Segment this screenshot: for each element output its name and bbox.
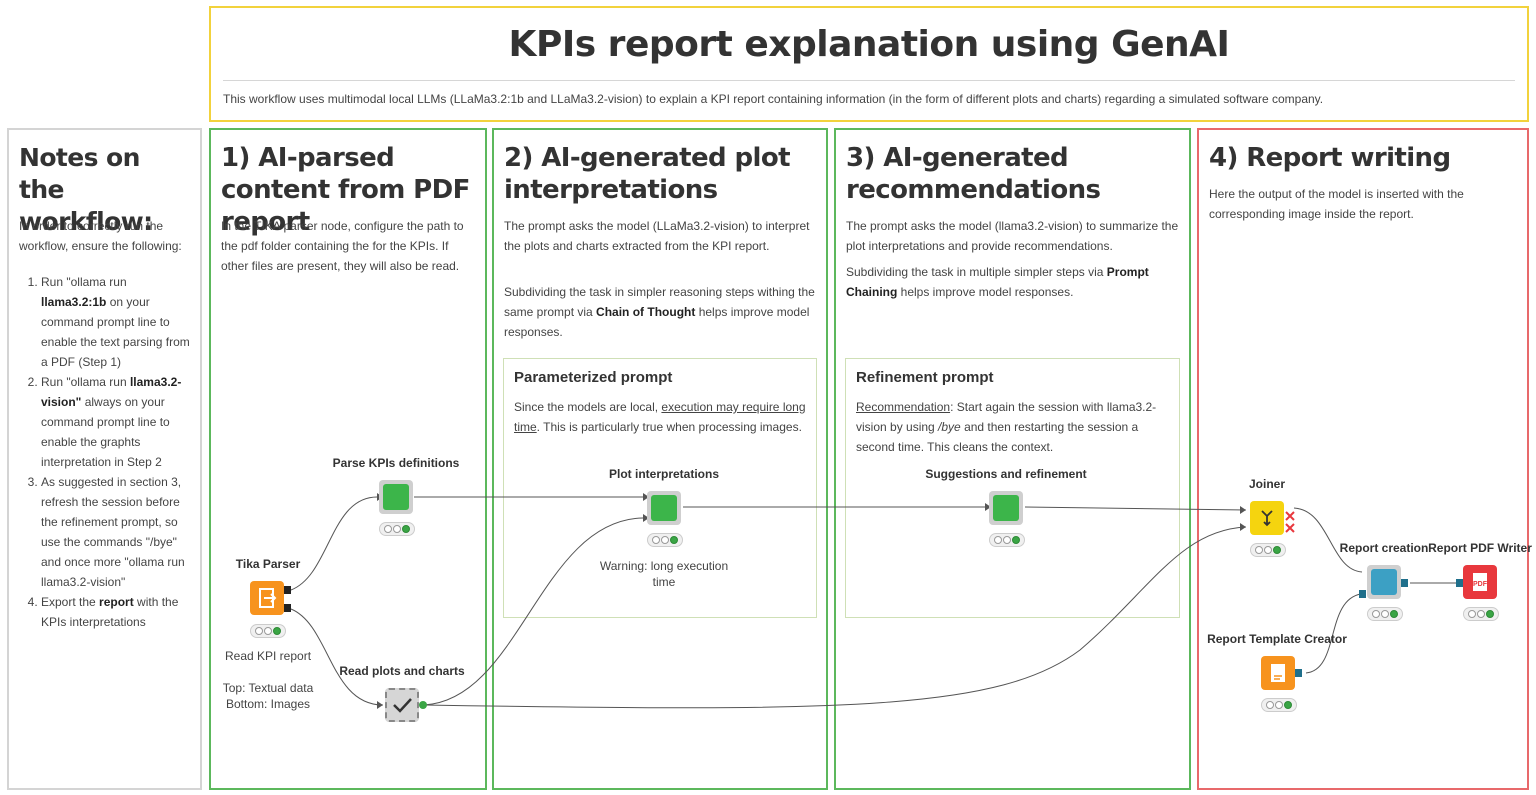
node-caption-tika-bottom: Bottom: Images	[225, 697, 311, 711]
page-description: This workflow uses multimodal local LLMs…	[223, 92, 1324, 106]
metanode-icon	[383, 484, 409, 510]
page-title: KPIs report explanation using GenAI	[508, 24, 1230, 65]
node-suggestions[interactable]	[989, 491, 1023, 525]
notes-title: Notes on the workflow:	[19, 143, 153, 236]
node-label-report-creation: Report creation	[1339, 541, 1429, 555]
section-3-text-chaining: Subdividing the task in multiple simpler…	[846, 265, 1149, 299]
notes-step: Run "ollama run llama3.2-vision" always …	[41, 372, 194, 472]
status-indicator	[989, 533, 1025, 547]
metanode-icon	[993, 495, 1019, 521]
notes-step: As suggested in section 3, refresh the s…	[41, 472, 194, 592]
title-divider	[223, 80, 1515, 81]
document-icon	[1271, 664, 1285, 682]
port-tika-out-top[interactable]	[284, 586, 291, 594]
node-parse-kpis[interactable]	[379, 480, 413, 514]
section-2-text-cot: Subdividing the task in simpler reasonin…	[504, 285, 815, 339]
node-plot-interpretations[interactable]	[647, 491, 681, 525]
section-1-text: In the TIKA parser node, configure the p…	[221, 219, 464, 273]
notes-intro: In order to correctly run the workflow, …	[19, 219, 182, 253]
port-read-plots-out[interactable]	[419, 701, 427, 709]
section-3-annotation: 3) AI-generated recommendations The prom…	[834, 128, 1191, 790]
status-indicator	[1367, 607, 1403, 621]
notes-step: Export the report with the KPIs interpre…	[41, 592, 194, 632]
status-indicator	[379, 522, 415, 536]
node-label-report-pdf-writer: Report PDF Writer	[1428, 541, 1532, 555]
node-caption-warning: Warning: long execution	[599, 559, 729, 573]
status-indicator	[1463, 607, 1499, 621]
svg-text:PDF: PDF	[1473, 581, 1488, 588]
notes-annotation: Notes on the workflow: In order to corre…	[7, 128, 202, 790]
title-annotation: KPIs report explanation using GenAI This…	[209, 6, 1529, 122]
section-2-text: The prompt asks the model (LLaMa3.2-visi…	[504, 219, 810, 253]
node-label-plot-interpretations: Plot interpretations	[608, 467, 720, 481]
section-2-annotation: 2) AI-generated plot interpretations The…	[492, 128, 828, 790]
port-report-creation-out[interactable]	[1401, 579, 1408, 587]
node-caption-warning-2: time	[652, 575, 676, 589]
checkmark-icon	[393, 698, 412, 713]
status-indicator	[250, 624, 286, 638]
pdf-icon: PDF	[1473, 573, 1488, 591]
section-1-title: 1) AI-parsed content from PDF report	[221, 143, 470, 237]
node-caption-tika: Read KPI report	[224, 649, 312, 663]
node-report-pdf-writer[interactable]: PDF	[1463, 565, 1497, 599]
joiner-icon	[1261, 510, 1273, 527]
status-indicator	[1261, 698, 1297, 712]
port-report-creation-in[interactable]	[1359, 590, 1366, 598]
node-caption-tika-top: Top: Textual data	[222, 681, 314, 695]
node-label-parse-kpis: Parse KPIs definitions	[332, 456, 460, 470]
node-read-plots[interactable]	[385, 688, 419, 722]
notes-step: Run "ollama run llama3.2:1b on your comm…	[41, 272, 194, 372]
refinement-prompt-annotation: Refinement prompt Recommendation: Start …	[845, 358, 1180, 618]
refinement-prompt-title: Refinement prompt	[856, 369, 994, 386]
section-4-title: 4) Report writing	[1209, 143, 1451, 173]
node-label-joiner: Joiner	[1248, 477, 1286, 491]
section-1-annotation: 1) AI-parsed content from PDF report In …	[209, 128, 487, 790]
joiner-error-icon	[1285, 511, 1295, 533]
node-tika-parser[interactable]	[250, 581, 284, 615]
node-label-tika-parser: Tika Parser	[235, 557, 301, 571]
status-indicator	[647, 533, 683, 547]
node-report-creation[interactable]	[1367, 565, 1401, 599]
section-2-title: 2) AI-generated plot interpretations	[504, 143, 791, 205]
report-component-icon	[1371, 569, 1397, 595]
node-label-report-template: Report Template Creator	[1207, 632, 1347, 646]
parameterized-prompt-title: Parameterized prompt	[514, 369, 673, 386]
section-3-title: 3) AI-generated recommendations	[846, 143, 1101, 205]
node-report-template[interactable]	[1261, 656, 1295, 690]
file-import-icon	[259, 588, 277, 608]
notes-steps: Run "ollama run llama3.2:1b on your comm…	[19, 272, 194, 632]
port-tika-out-bottom[interactable]	[284, 604, 291, 612]
section-3-text: The prompt asks the model (llama3.2-visi…	[846, 219, 1179, 253]
refinement-prompt-text: Recommendation: Start again the session …	[856, 400, 1157, 454]
node-joiner[interactable]	[1250, 501, 1284, 535]
section-4-text: Here the output of the model is inserted…	[1209, 187, 1464, 221]
node-label-read-plots: Read plots and charts	[339, 664, 465, 678]
status-indicator	[1250, 543, 1286, 557]
port-template-out[interactable]	[1295, 669, 1302, 677]
node-label-suggestions: Suggestions and refinement	[925, 467, 1087, 481]
port-pdf-writer-in[interactable]	[1456, 579, 1463, 587]
parameterized-prompt-annotation: Parameterized prompt Since the models ar…	[503, 358, 817, 618]
parameterized-prompt-text: Since the models are local, execution ma…	[514, 400, 806, 434]
section-4-annotation: 4) Report writing Here the output of the…	[1197, 128, 1529, 790]
metanode-icon	[651, 495, 677, 521]
